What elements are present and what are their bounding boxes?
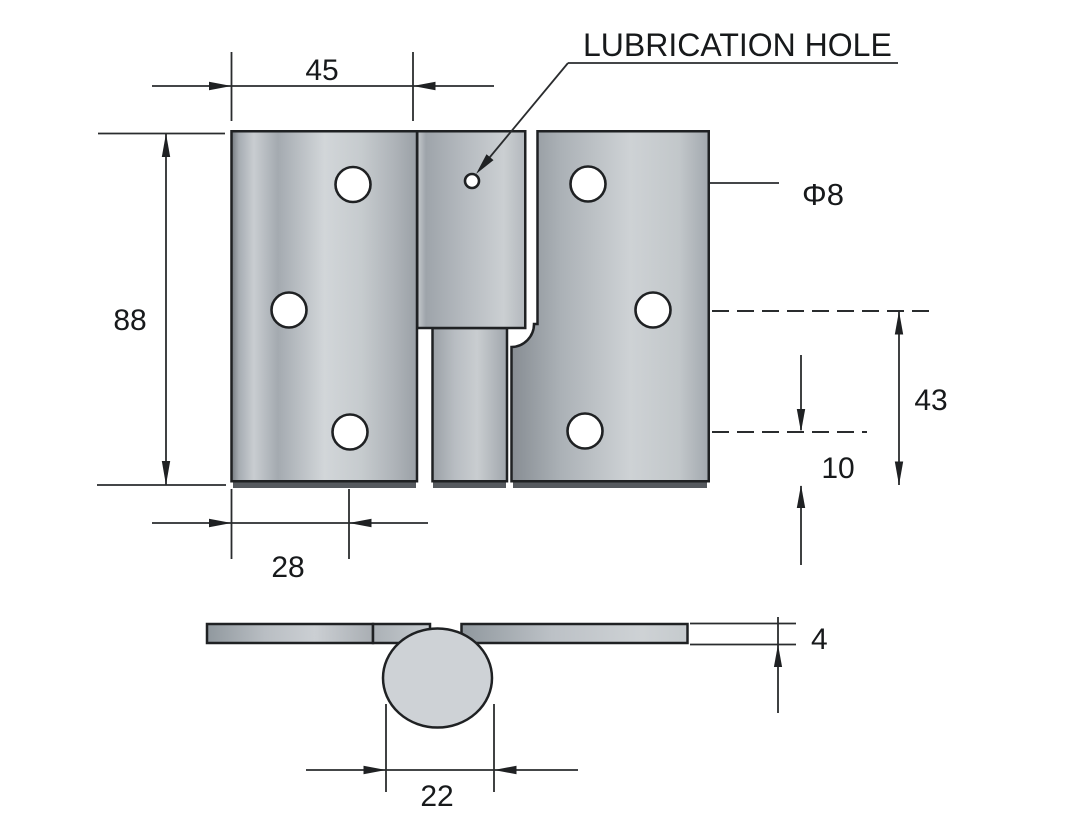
pin-column-bottom-shadow — [433, 479, 506, 488]
bottom-knuckle-barrel — [381, 627, 494, 729]
dimension-text: 28 — [271, 551, 304, 584]
arrowhead-right — [209, 518, 232, 528]
callout-text: Φ8 — [802, 177, 844, 212]
right-leaf — [510, 130, 710, 483]
arrowhead-down — [894, 461, 904, 485]
left-leaf — [230, 130, 419, 483]
screw-hole-left-top — [334, 165, 372, 204]
callout-hole-diameter: Φ8 — [710, 177, 844, 212]
front-view — [230, 130, 710, 488]
arrowhead-right — [363, 765, 386, 775]
arrowhead-up — [773, 644, 783, 667]
screw-hole-left-middle — [270, 291, 308, 329]
left-leaf-bottom-shadow — [233, 479, 416, 488]
callout-text: LUBRICATION HOLE — [583, 27, 892, 63]
screw-hole-right-top — [569, 165, 607, 203]
arrowhead-right — [209, 81, 232, 91]
dimension-text: 88 — [113, 304, 146, 337]
dimension-text: 10 — [821, 452, 854, 485]
hole-centerlines — [712, 310, 933, 433]
arrowhead-down — [796, 409, 806, 432]
lubrication-hole — [463, 172, 481, 190]
bottom-right-leaf — [460, 622, 689, 645]
leader-arrowhead — [476, 154, 494, 174]
arrowhead-down — [161, 461, 171, 485]
pin-column — [431, 326, 509, 483]
dim-mid-hole-to-bottom: 43 — [894, 311, 948, 485]
bottom-left-leaf — [205, 622, 375, 645]
leader-line — [479, 62, 569, 170]
screw-hole-left-bottom — [331, 413, 369, 451]
arrowhead-left — [494, 765, 517, 775]
arrowhead-up — [894, 311, 904, 335]
dimension-text: 4 — [811, 623, 828, 656]
callout-lubrication-hole: LUBRICATION HOLE — [476, 27, 898, 174]
dim-bottom-hole-to-edge: 10 — [796, 355, 855, 565]
dim-hole-offset: 28 — [152, 489, 428, 584]
screw-hole-right-middle — [634, 291, 672, 329]
knuckle-sleeve — [416, 130, 527, 330]
right-leaf-bottom-shadow — [513, 479, 707, 488]
dim-knuckle-diameter: 22 — [306, 704, 578, 813]
arrowhead-up — [161, 133, 171, 157]
arrowhead-up — [796, 485, 806, 508]
bottom-view — [205, 622, 689, 729]
dim-leaf-width: 45 — [152, 52, 494, 121]
dimension-text: 43 — [914, 384, 947, 417]
dimension-text: 22 — [420, 780, 453, 813]
arrowhead-left — [349, 518, 372, 528]
screw-hole-right-bottom — [566, 412, 604, 450]
dim-hinge-height: 88 — [97, 132, 226, 486]
dimension-text: 45 — [305, 54, 338, 87]
dim-leaf-thickness: 4 — [690, 617, 828, 713]
arrowhead-left — [413, 81, 436, 91]
